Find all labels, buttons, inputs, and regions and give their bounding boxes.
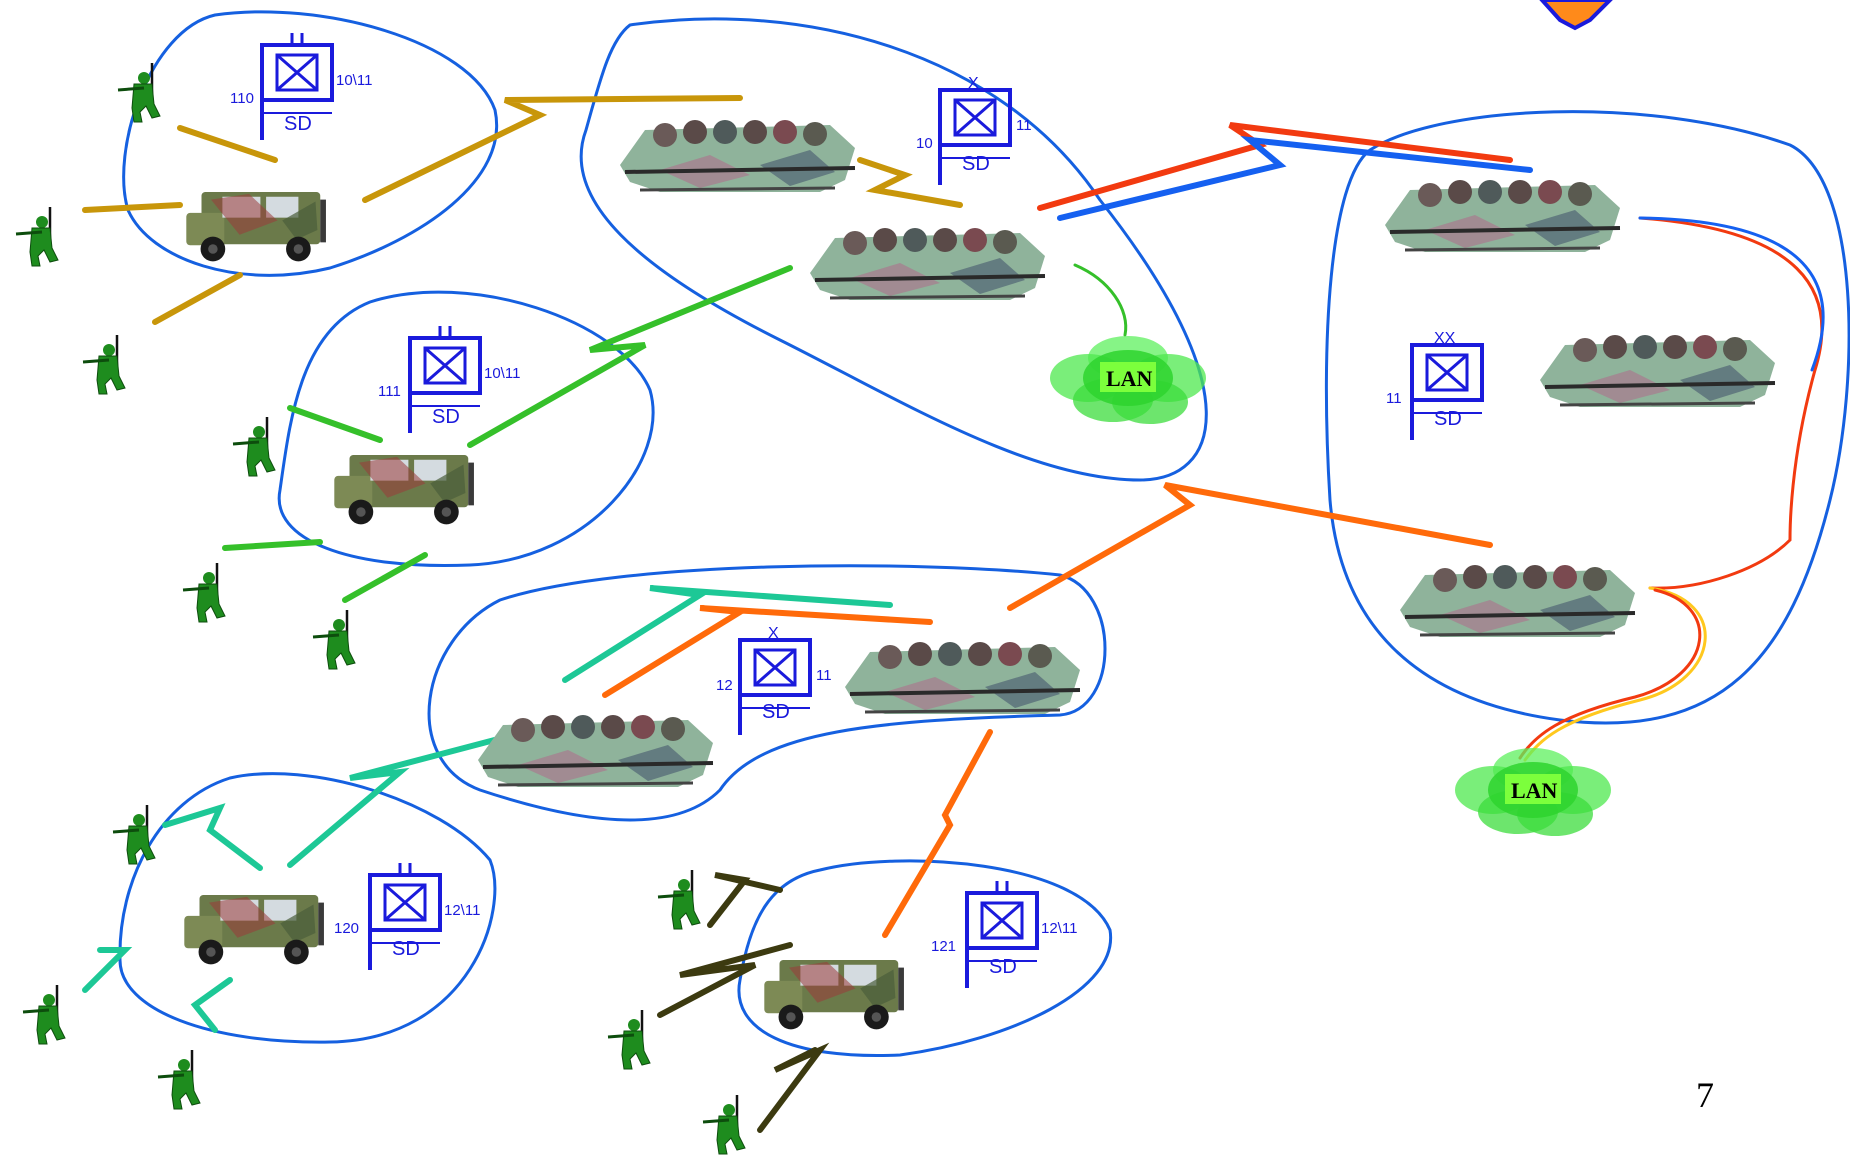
- group-outline-12: [427, 564, 1107, 822]
- unit-number: 111: [378, 383, 401, 400]
- link-gold: [362, 95, 743, 203]
- sd-label: SD: [1434, 408, 1462, 430]
- sd-label: SD: [432, 406, 460, 428]
- sd-label: SD: [989, 956, 1017, 978]
- armored-vehicle-icon: [1538, 333, 1777, 409]
- soldier-icon: [14, 205, 60, 268]
- armored-vehicle-icon: [808, 226, 1047, 302]
- jeep-icon: [184, 895, 324, 965]
- link-teal: [562, 585, 893, 683]
- unit-number: 120: [334, 920, 359, 937]
- jeep-icon: [764, 960, 904, 1030]
- armored-vehicle-icon: [843, 640, 1082, 716]
- group-outline-110: [122, 10, 499, 277]
- link-orange: [602, 605, 933, 698]
- sd-label: SD: [392, 938, 420, 960]
- soldier-icon: [606, 1008, 652, 1071]
- link-gold: [82, 202, 183, 213]
- link-red: [1037, 122, 1513, 211]
- unit-number: 11: [1386, 390, 1402, 407]
- link-teal: [162, 803, 263, 871]
- link-gold: [857, 157, 963, 208]
- link-green: [467, 265, 793, 448]
- unit-symbol-121: 121 12\11 SD: [931, 881, 1077, 990]
- svg-text:X: X: [968, 75, 979, 92]
- soldier-icon: [701, 1093, 747, 1156]
- link-dark: [757, 1042, 830, 1133]
- group-outline-11: [1324, 110, 1850, 725]
- soldier-icon: [311, 608, 357, 671]
- page-number: 7: [1696, 1075, 1714, 1115]
- lan-label: LAN: [1106, 366, 1153, 391]
- sd-label: SD: [962, 153, 990, 175]
- link-teal: [287, 729, 528, 868]
- unit-symbol-111: 111 10\11 SD: [378, 326, 520, 435]
- soldier-icon: [21, 983, 67, 1046]
- unit-number: 12: [716, 677, 733, 694]
- unit-parent: 11: [816, 667, 832, 684]
- group-outline-111: [277, 290, 655, 568]
- unit-symbol-11: XX 11 SD: [1386, 330, 1484, 442]
- soldier-icon: [231, 415, 277, 478]
- group-outline-120: [118, 772, 497, 1044]
- soldier-icon: [81, 333, 127, 396]
- unit-symbol-12: X 12 11 SD: [716, 625, 832, 737]
- unit-parent: 12\11: [1041, 920, 1077, 937]
- armored-vehicle-icon: [618, 118, 857, 194]
- svg-text:XX: XX: [1434, 330, 1456, 347]
- emblem-logo: [1539, 0, 1613, 31]
- link-gold: [177, 125, 278, 163]
- link-gold: [152, 272, 243, 325]
- link-teal: [82, 947, 133, 993]
- link-blue: [1057, 135, 1533, 221]
- link-yellow-fiber: [1523, 586, 1707, 762]
- unit-number: 121: [931, 938, 956, 955]
- link-green-lan: [1073, 263, 1128, 337]
- unit-parent: 12\11: [444, 902, 480, 919]
- svg-text:X: X: [768, 625, 779, 642]
- soldier-icon: [656, 868, 702, 931]
- lan-clouds: LAN LAN: [1050, 336, 1611, 836]
- sd-label: SD: [762, 701, 790, 723]
- armored-vehicle-icon: [476, 713, 715, 789]
- lan-label: LAN: [1511, 778, 1558, 803]
- soldier-icon: [181, 561, 227, 624]
- unit-symbol-110: 110 10\11 SD: [230, 33, 372, 142]
- link-dark: [657, 942, 793, 1018]
- link-teal: [190, 977, 233, 1033]
- unit-parent: 10\11: [484, 365, 520, 382]
- jeep-icon: [334, 455, 474, 525]
- unit-symbols: 110 10\11 SD X 10 11 SD 111 10\11 SD XX …: [230, 33, 1484, 990]
- lan-cloud-icon: LAN: [1050, 336, 1206, 424]
- link-green: [287, 405, 383, 443]
- link-blue-fiber: [1638, 216, 1825, 372]
- soldier-icon: [116, 61, 162, 124]
- armored-vehicle-icon: [1398, 563, 1637, 639]
- link-dark: [707, 872, 783, 928]
- link-green: [222, 539, 323, 551]
- radio-links: [82, 95, 1825, 1133]
- soldier-icon: [156, 1048, 202, 1111]
- soldier-icon: [111, 803, 157, 866]
- armored-vehicle-icon: [1383, 178, 1622, 254]
- jeep-icon: [186, 192, 326, 262]
- sd-label: SD: [284, 113, 312, 135]
- link-green: [342, 552, 428, 603]
- unit-number: 10: [916, 135, 933, 152]
- soldiers: [14, 61, 747, 1156]
- link-red-fiber: [1638, 216, 1824, 590]
- link-orange: [1007, 482, 1493, 611]
- unit-parent: 10\11: [336, 72, 372, 89]
- unit-symbol-10: X 10 11 SD: [916, 75, 1032, 187]
- link-orange: [882, 729, 993, 938]
- link-red-fiber: [1518, 588, 1702, 760]
- unit-parent: 11: [1016, 117, 1032, 134]
- unit-number: 110: [230, 90, 254, 107]
- unit-symbol-120: 120 12\11 SD: [334, 863, 480, 972]
- lan-cloud-icon: LAN: [1455, 748, 1611, 836]
